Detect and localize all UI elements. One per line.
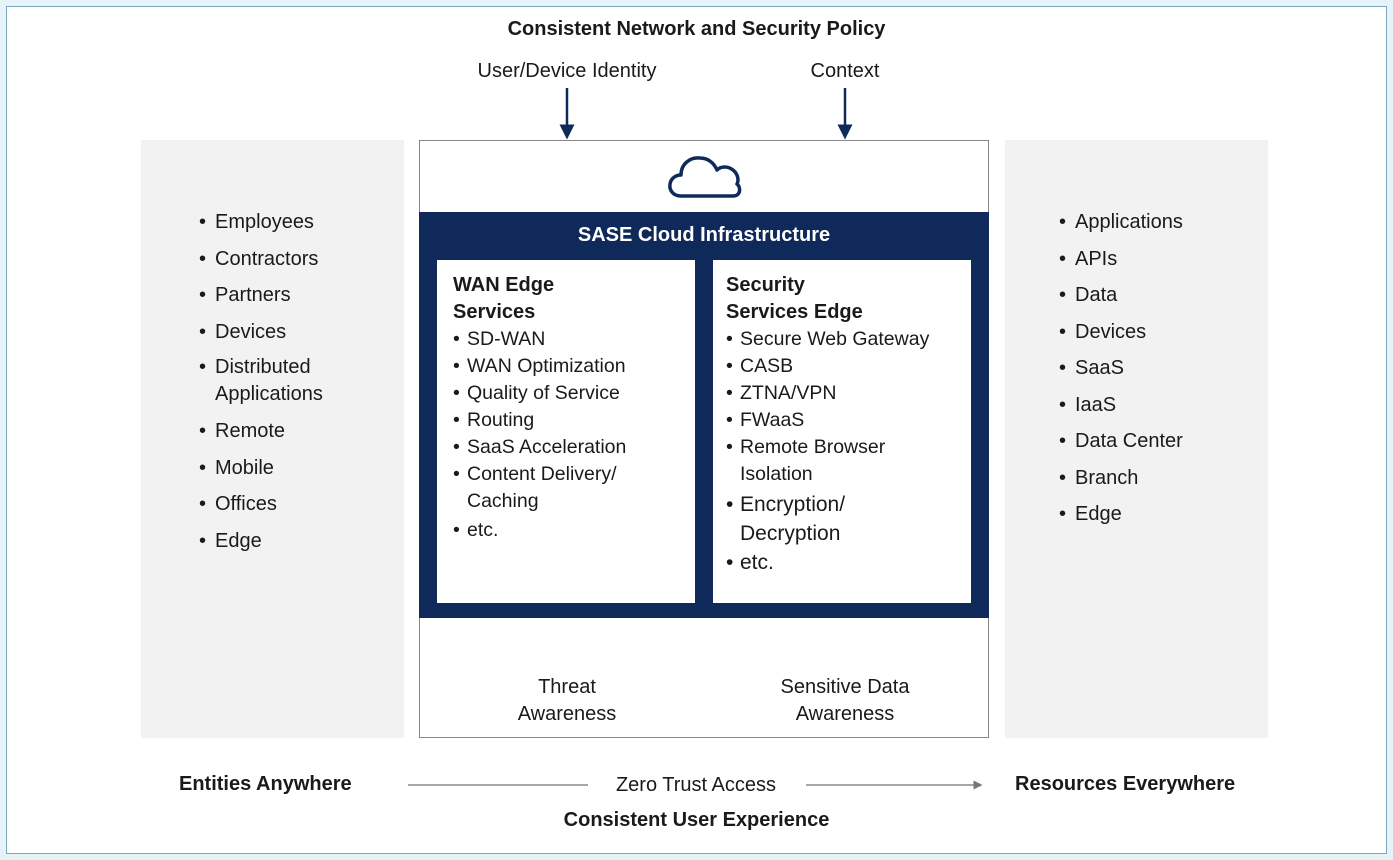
wan-item: Quality of Service (453, 380, 685, 407)
sse-item: Remote Browser Isolation (726, 434, 920, 488)
entity-item: Devices (199, 314, 389, 351)
wan-item: etc. (453, 517, 685, 544)
resource-item: Devices (1059, 314, 1249, 351)
threat-awareness-label: Threat Awareness (467, 674, 667, 728)
wan-item: SaaS Acceleration (453, 434, 685, 461)
sse-item: Secure Web Gateway (726, 326, 968, 353)
entities-anywhere-label: Entities Anywhere (179, 773, 352, 795)
diagram-title: Consistent Network and Security Policy (507, 18, 886, 40)
entity-item: Edge (199, 523, 389, 560)
entity-item: Mobile (199, 450, 389, 487)
wan-item: WAN Optimization (453, 353, 685, 380)
sse-title-1: Security (726, 274, 805, 296)
threat-awareness-line1: Threat (538, 676, 596, 698)
sse-item: Encryption/ Decryption (726, 490, 890, 548)
sensitive-data-line1: Sensitive Data (780, 676, 910, 698)
resource-item: APIs (1059, 241, 1249, 278)
consistent-user-experience-label: Consistent User Experience (563, 809, 830, 831)
threat-awareness-line2: Awareness (517, 703, 617, 725)
sensitive-data-line2: Awareness (795, 703, 895, 725)
sase-infrastructure-title: SASE Cloud Infrastructure (577, 224, 831, 246)
entity-item: Remote (199, 413, 389, 450)
entities-list: Employees Contractors Partners Devices D… (199, 204, 389, 559)
cloud-icon (668, 156, 742, 198)
sse-card: Security Services Edge Secure Web Gatewa… (713, 260, 971, 603)
resource-item: Branch (1059, 460, 1249, 497)
resources-everywhere-label: Resources Everywhere (1015, 773, 1236, 795)
wan-edge-card: WAN Edge Services SD-WAN WAN Optimizatio… (437, 260, 695, 603)
sse-item: FWaaS (726, 407, 968, 434)
resource-item: SaaS (1059, 350, 1249, 387)
context-label: Context (810, 60, 880, 82)
wan-edge-title-1: WAN Edge (453, 274, 555, 296)
entity-item: Offices (199, 486, 389, 523)
entity-item: Contractors (199, 241, 389, 278)
wan-edge-title-2: Services (453, 301, 536, 323)
user-device-identity-label: User/Device Identity (477, 60, 657, 82)
sse-list: Secure Web Gateway CASB ZTNA/VPN FWaaS R… (726, 326, 968, 578)
resource-item: Edge (1059, 496, 1249, 533)
zero-trust-access-label: Zero Trust Access (615, 774, 777, 796)
wan-item: Routing (453, 407, 685, 434)
wan-item: Content Delivery/ Caching (453, 461, 652, 515)
resource-item: Data (1059, 277, 1249, 314)
sensitive-data-awareness-label: Sensitive Data Awareness (745, 674, 945, 728)
resource-item: Applications (1059, 204, 1249, 241)
wan-edge-list: SD-WAN WAN Optimization Quality of Servi… (453, 326, 685, 544)
sse-item: etc. (726, 548, 968, 578)
wan-item: SD-WAN (453, 326, 685, 353)
entity-item: Employees (199, 204, 389, 241)
entity-item: Partners (199, 277, 389, 314)
sse-item: ZTNA/VPN (726, 380, 968, 407)
sse-title-2: Services Edge (726, 301, 863, 323)
resources-list: Applications APIs Data Devices SaaS IaaS… (1059, 204, 1249, 533)
sse-item: CASB (726, 353, 968, 380)
resource-item: Data Center (1059, 423, 1249, 460)
entity-item: Distributed Applications (199, 350, 355, 413)
resource-item: IaaS (1059, 387, 1249, 424)
